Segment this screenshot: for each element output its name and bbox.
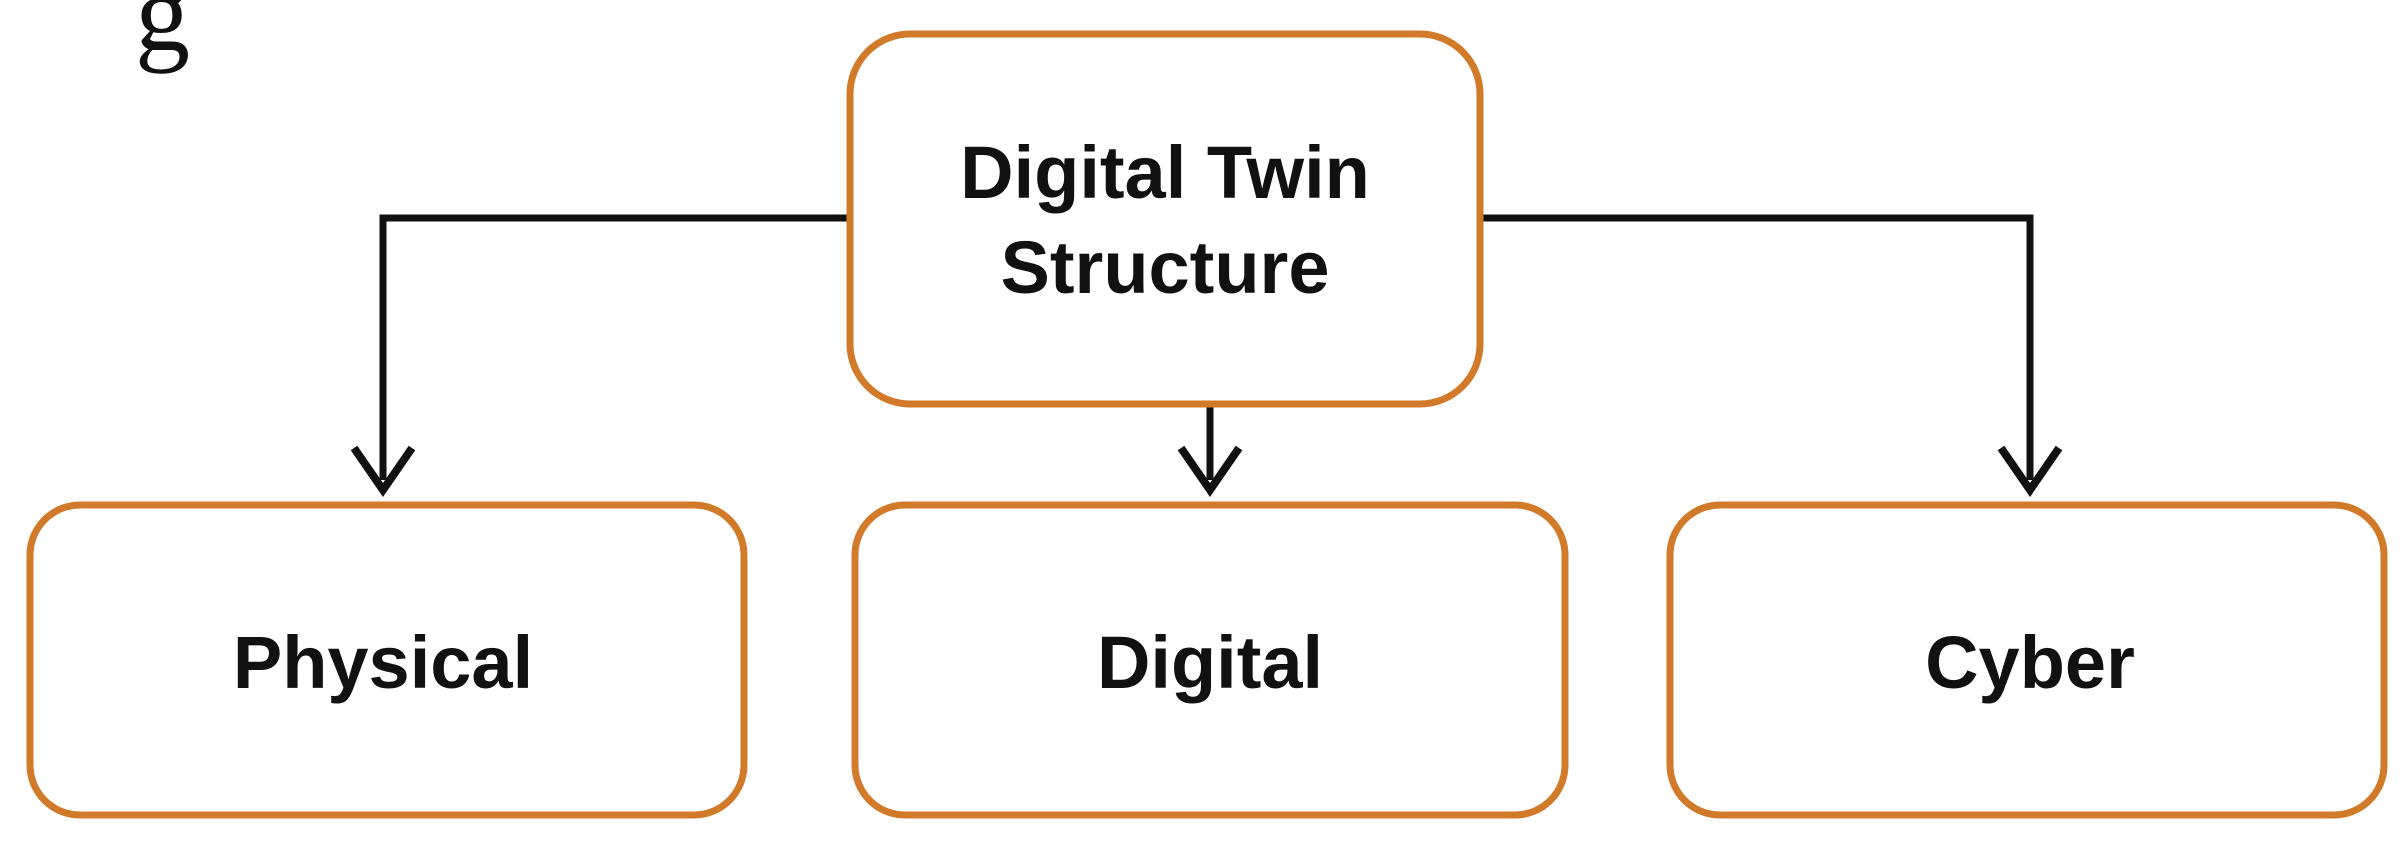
node-cyber: Cyber	[1666, 501, 2388, 819]
edge-root-to-cyber	[1480, 214, 2034, 480]
arrowhead-cyber	[1997, 445, 2063, 498]
node-box-root	[846, 30, 1484, 408]
node-label-physical: Physical	[233, 621, 533, 704]
node-digital: Digital	[851, 501, 1569, 819]
node-digital-twin-structure: Digital Twin Structure	[846, 30, 1484, 408]
node-box-physical	[26, 501, 748, 819]
node-label-digital: Digital	[1097, 621, 1323, 704]
node-box-cyber	[1666, 501, 2388, 819]
node-label-root-line2: Structure	[1001, 226, 1330, 309]
arrowhead-digital	[1177, 445, 1243, 498]
node-label-cyber: Cyber	[1925, 621, 2135, 704]
arrowhead-physical	[350, 445, 416, 498]
node-physical: Physical	[26, 501, 748, 819]
node-box-digital	[851, 501, 1569, 819]
edge-root-to-physical	[379, 214, 848, 480]
top-cut-text-fragment: g	[135, 0, 190, 74]
node-label-root-line1: Digital Twin	[960, 131, 1370, 214]
